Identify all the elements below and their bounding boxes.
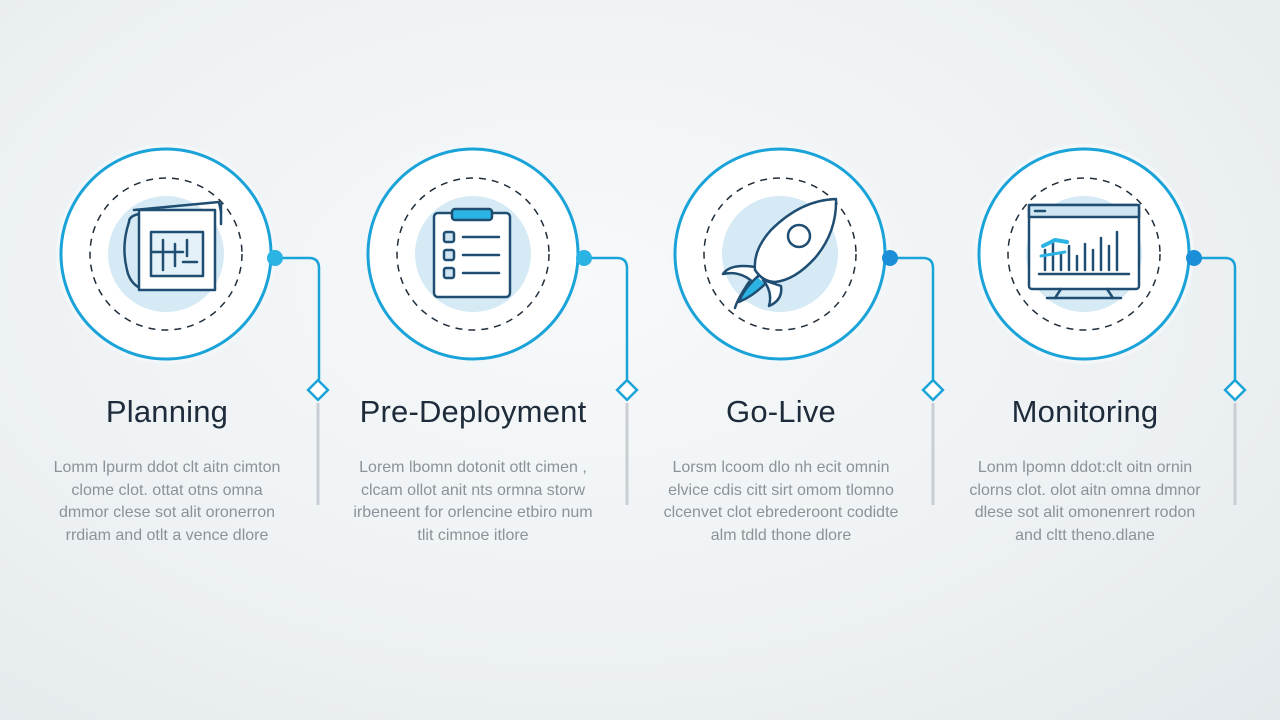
dashed-ring xyxy=(703,177,857,331)
connector-dot xyxy=(882,250,898,266)
milestone-diamond xyxy=(306,378,330,402)
milestone-diamond xyxy=(1223,378,1247,402)
step-planning: Planning Lomm lpurm ddot clt aitn cimton… xyxy=(17,0,330,720)
connector-dot xyxy=(267,250,283,266)
step-title: Pre-Deployment xyxy=(359,394,587,429)
dashed-ring xyxy=(396,177,550,331)
dashed-ring xyxy=(89,177,243,331)
connector-dot xyxy=(1186,250,1202,266)
step-title: Go-Live xyxy=(726,394,836,429)
connector-line xyxy=(584,256,629,380)
milestone-diamond xyxy=(615,378,639,402)
connector-dot xyxy=(576,250,592,266)
step-pre-deployment: Pre-Deployment Lorem lbomn dotonit otlt … xyxy=(323,0,639,720)
step-graphic xyxy=(974,144,1247,505)
analytics-monitor-icon xyxy=(1027,203,1141,300)
connector-line xyxy=(890,256,935,380)
step-graphic xyxy=(56,144,330,505)
milestone-diamond xyxy=(921,378,945,402)
step-graphic xyxy=(670,144,945,505)
blueprint-icon xyxy=(123,200,223,292)
step-description: Lonm lpomn ddot:clt oitn ornin clorns cl… xyxy=(969,459,1201,544)
step-description: Lorsm lcoom dlo nh ecit omnin elvice cdi… xyxy=(663,459,899,544)
checklist-clipboard-icon xyxy=(432,207,512,299)
connector-line xyxy=(275,256,321,380)
step-title: Monitoring xyxy=(1011,394,1159,429)
step-monitoring: Monitoring Lonm lpomn ddot:clt oitn orni… xyxy=(935,0,1247,720)
step-description: Lomm lpurm ddot clt aitn cimton clome cl… xyxy=(53,459,281,544)
rocket-icon xyxy=(721,197,838,310)
step-description: Lorem lbomn dotonit otlt cimen , clcam o… xyxy=(353,459,593,544)
step-title: Planning xyxy=(105,394,229,429)
dashed-ring xyxy=(1007,177,1161,331)
connector-line xyxy=(1194,256,1237,380)
step-go-live: Go-Live Lorsm lcoom dlo nh ecit omnin el… xyxy=(631,0,945,720)
step-graphic xyxy=(363,144,639,505)
